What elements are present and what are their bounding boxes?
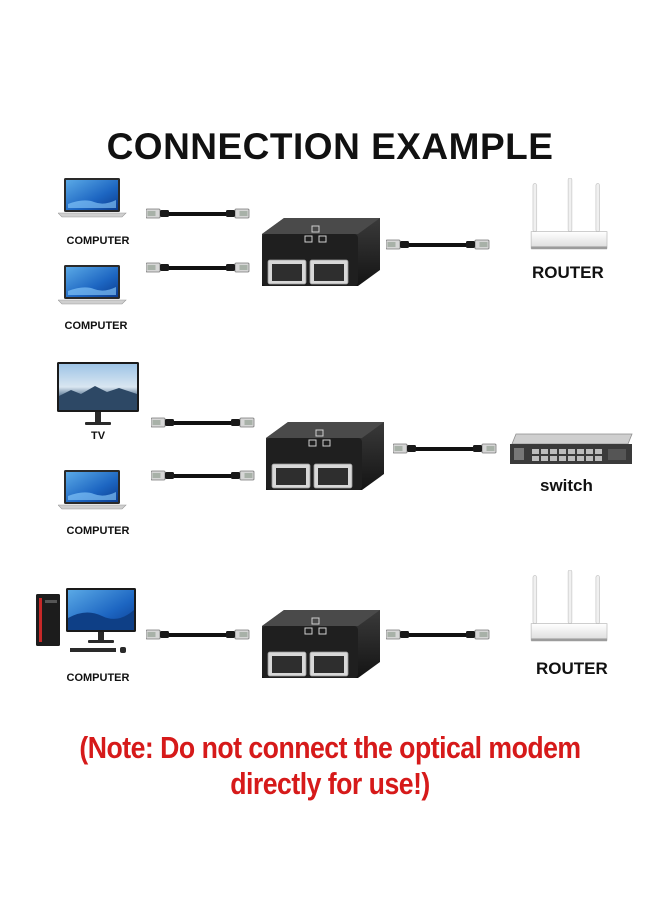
ethernet-cable-icon — [146, 208, 250, 222]
device-label: COMPUTER — [64, 320, 128, 332]
device-label: COMPUTER — [66, 525, 130, 537]
ethernet-cable-icon — [393, 443, 497, 457]
switch-icon — [508, 432, 636, 468]
page-title: CONNECTION EXAMPLE — [106, 126, 554, 167]
device-label: COMPUTER — [66, 235, 130, 247]
warning-note: (Note: Do not connect the optical modem … — [79, 730, 581, 801]
tv-icon — [57, 362, 141, 428]
ethernet-cable-icon — [151, 470, 255, 484]
target-label: ROUTER — [536, 659, 608, 678]
laptop-icon — [58, 265, 128, 307]
router-icon — [528, 178, 612, 252]
target-label: switch — [540, 476, 593, 495]
device-label: COMPUTER — [66, 672, 130, 684]
ethernet-cable-icon — [146, 262, 250, 276]
ethernet-cable-icon — [386, 239, 490, 253]
splitter-icon — [262, 606, 382, 682]
splitter-icon — [266, 418, 386, 494]
ethernet-cable-icon — [146, 629, 250, 643]
desktop-pc-icon — [36, 588, 140, 658]
ethernet-cable-icon — [386, 629, 490, 643]
splitter-icon — [262, 214, 382, 290]
laptop-icon — [58, 470, 128, 512]
laptop-icon — [58, 178, 128, 220]
ethernet-cable-icon — [151, 417, 255, 431]
target-label: ROUTER — [532, 263, 604, 282]
device-label: TV — [90, 430, 106, 442]
router-icon — [528, 570, 612, 644]
